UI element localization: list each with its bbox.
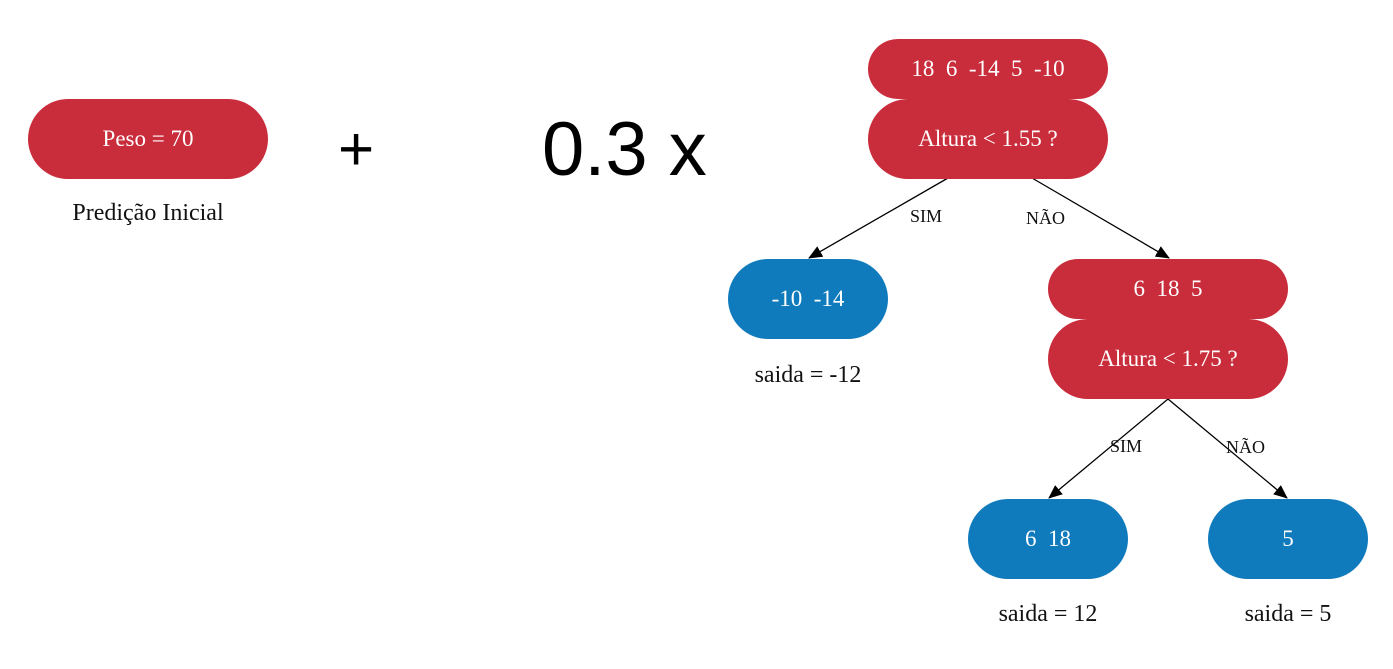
root-no-label: NÃO [1026,208,1065,228]
plus-sign: + [338,115,375,184]
inner-yes-label: SIM [1110,436,1143,456]
inner-right-leaf-output: saida = 5 [1244,601,1332,627]
left-leaf-node: -10 -14 [728,259,888,339]
initial-prediction-caption: Predição Inicial [72,200,224,226]
edge-root-to-inner [1031,177,1170,259]
inner-right-leaf-node: 5 [1208,499,1368,579]
inner-question-node: Altura < 1.75 ? [1048,319,1288,399]
root-residuals-node: 18 6 -14 5 -10 [868,39,1108,99]
root-question-node: Altura < 1.55 ? [868,99,1108,179]
initial-prediction-node: Peso = 70 [28,99,268,179]
edge-inner-to-left-leaf [1048,398,1169,499]
edge-root-to-left-leaf [808,177,949,259]
inner-left-leaf-output: saida = 12 [998,601,1098,627]
edge-inner-to-right-leaf [1167,398,1288,499]
root-yes-label: SIM [910,206,943,226]
left-leaf-output: saida = -12 [754,362,862,388]
inner-residuals-node: 6 18 5 [1048,259,1288,319]
inner-no-label: NÃO [1226,437,1265,457]
inner-left-leaf-node: 6 18 [968,499,1128,579]
learning-rate-label: 0.3 x [542,107,707,192]
